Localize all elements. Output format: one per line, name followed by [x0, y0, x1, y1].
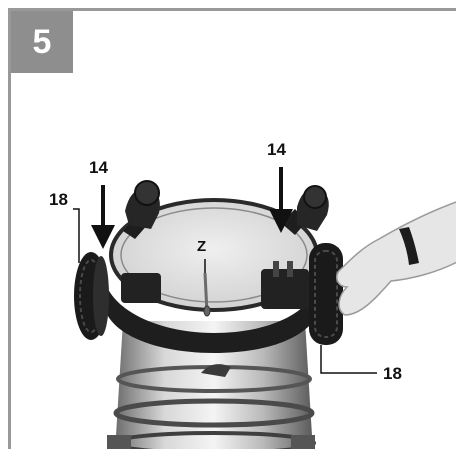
label-center: Z [197, 238, 207, 255]
left-wheel [74, 252, 109, 340]
label-arrow-right: 14 [267, 140, 286, 159]
hand [336, 201, 456, 316]
top-handles [125, 180, 329, 231]
down-arrow-icon [91, 225, 115, 249]
product-illustration [73, 167, 456, 449]
callouts [73, 167, 377, 374]
clamp-frame [103, 209, 323, 353]
right-wheel [309, 243, 343, 345]
label-wheel-right: 18 [383, 364, 402, 383]
label-arrow-left: 14 [89, 158, 108, 177]
down-arrow-icon [269, 209, 293, 233]
steel-container [107, 321, 316, 449]
step-number-badge: 5 [11, 11, 73, 73]
figure-frame: 5 [8, 8, 456, 449]
label-wheel-left: 18 [49, 190, 68, 209]
